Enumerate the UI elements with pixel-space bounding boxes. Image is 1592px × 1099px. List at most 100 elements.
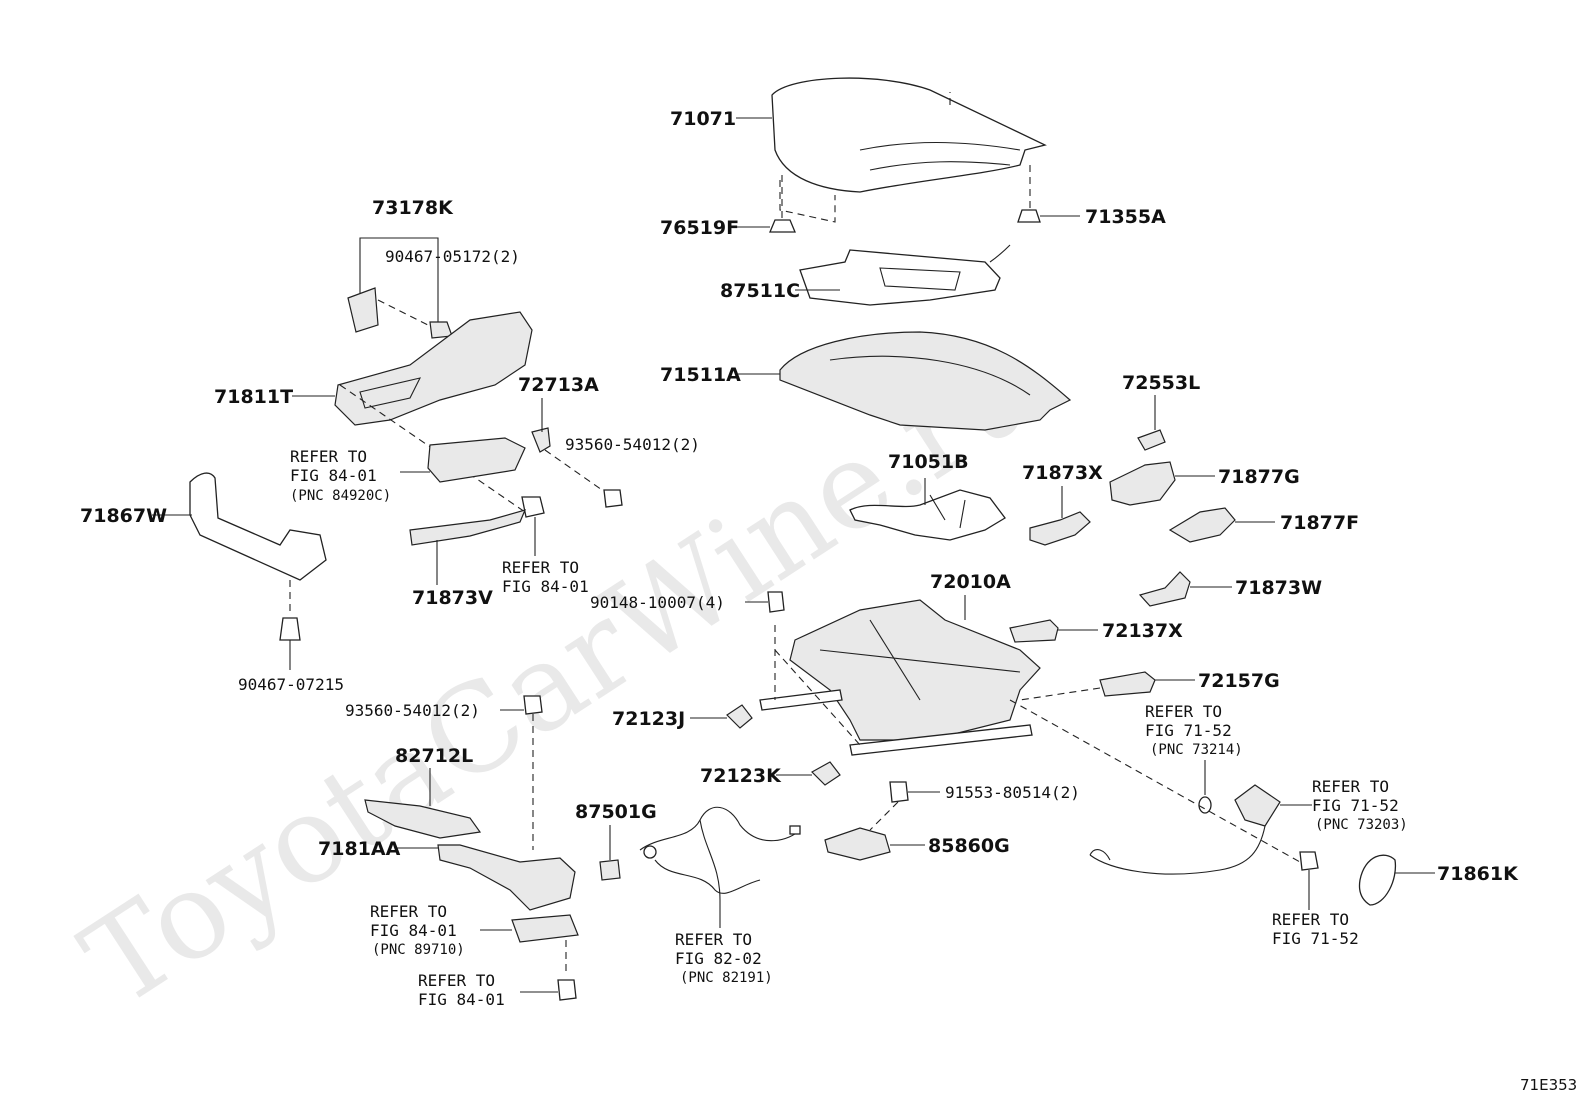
- part-label-72010A[interactable]: 72010A: [930, 571, 1011, 593]
- bracket-71873W[interactable]: [1138, 571, 1191, 607]
- refer-73214-line3: (PNC 73214): [1150, 742, 1243, 758]
- refer-73203-line2[interactable]: FIG 71-52: [1312, 796, 1399, 815]
- part-label-93560-top[interactable]: 93560-54012(2): [565, 435, 700, 454]
- control-module[interactable]: [511, 914, 579, 943]
- grommet-73214[interactable]: [1198, 796, 1212, 814]
- refer-82191-line1: REFER TO: [675, 930, 752, 949]
- refer-84-01-b-line2[interactable]: FIG 84-01: [418, 990, 505, 1009]
- side-shield-71811T[interactable]: [334, 311, 533, 426]
- cover-82712L[interactable]: [364, 799, 482, 839]
- bracket-72713A[interactable]: [531, 427, 551, 453]
- refer-89710-line3: (PNC 89710): [372, 942, 465, 958]
- refer-71-52-line1: REFER TO: [1272, 910, 1349, 929]
- part-label-72137X[interactable]: 72137X: [1102, 620, 1183, 642]
- dash-93560-top: [544, 449, 613, 498]
- part-label-90148[interactable]: 90148-10007(4): [590, 593, 725, 612]
- part-label-72123J[interactable]: 72123J: [612, 708, 685, 730]
- clip-71355A[interactable]: [1017, 209, 1041, 223]
- seat-belt-buckle-73203[interactable]: [1089, 784, 1281, 875]
- part-label-82712L[interactable]: 82712L: [395, 745, 473, 767]
- clip-72553L[interactable]: [1137, 429, 1166, 451]
- clip-90467-07215[interactable]: [279, 617, 301, 641]
- refer-84-01-b-line1: REFER TO: [418, 971, 495, 990]
- bracket-73178K: [359, 237, 439, 330]
- refer-84-01-a-line1: REFER TO: [502, 558, 579, 577]
- part-label-71873X[interactable]: 71873X: [1022, 462, 1103, 484]
- dash-adjuster-right: [1009, 699, 1301, 863]
- part-label-93560-bottom[interactable]: 93560-54012(2): [345, 701, 480, 720]
- refer-73203-line1: REFER TO: [1312, 777, 1389, 796]
- refer-82191-line3: (PNC 82191): [680, 970, 773, 986]
- bolt-90148[interactable]: [767, 591, 785, 613]
- side-trim-71867W[interactable]: [189, 472, 327, 581]
- nut-71-52[interactable]: [1299, 851, 1319, 871]
- cover-72157G[interactable]: [1099, 671, 1156, 697]
- dash-72157G: [1019, 687, 1101, 701]
- part-label-71873V[interactable]: 71873V: [412, 587, 493, 609]
- seat-heater-87511C[interactable]: [799, 244, 1011, 306]
- part-label-72123K[interactable]: 72123K: [700, 765, 782, 787]
- part-label-73178K[interactable]: 73178K: [372, 197, 454, 219]
- part-label-71877F[interactable]: 71877F: [1280, 512, 1359, 534]
- motor-85860G[interactable]: [824, 827, 891, 861]
- part-label-71051B[interactable]: 71051B: [888, 451, 969, 473]
- switch-block[interactable]: [427, 437, 526, 483]
- screw-refer-84-01[interactable]: [521, 496, 545, 518]
- bracket-71873V[interactable]: [409, 509, 527, 546]
- figure-code: 71E353: [1520, 1076, 1577, 1094]
- wire-harness-71051B[interactable]: [849, 489, 1006, 541]
- part-label-87511C[interactable]: 87511C: [720, 280, 800, 302]
- part-label-76519F[interactable]: 76519F: [660, 217, 739, 239]
- part-label-71511A[interactable]: 71511A: [660, 364, 741, 386]
- seat-frame-71511A[interactable]: [779, 331, 1072, 431]
- part-label-72157G[interactable]: 72157G: [1198, 670, 1280, 692]
- refer-89710-line1: REFER TO: [370, 902, 447, 921]
- refer-84920C-line3: (PNC 84920C): [290, 488, 391, 504]
- part-label-91553[interactable]: 91553-80514(2): [945, 783, 1080, 802]
- refer-73214-line2[interactable]: FIG 71-52: [1145, 721, 1232, 740]
- seat-cushion-pad-71071[interactable]: [771, 77, 1047, 223]
- cover-72137X[interactable]: [1009, 619, 1059, 643]
- refer-84-01-a-line2[interactable]: FIG 84-01: [502, 577, 589, 596]
- part-label-71811T[interactable]: 71811T: [214, 386, 293, 408]
- cover-71861K[interactable]: [1358, 854, 1397, 906]
- part-label-71355A[interactable]: 71355A: [1085, 206, 1166, 228]
- refer-84920C-line1: REFER TO: [290, 447, 367, 466]
- wire-harness-82191[interactable]: [639, 806, 801, 901]
- dash-adjuster-left: [774, 649, 861, 746]
- dash-91553: [869, 801, 899, 831]
- part-label-71877G[interactable]: 71877G: [1218, 466, 1300, 488]
- clip-76519F[interactable]: [769, 219, 796, 233]
- bolt-93560-bottom[interactable]: [523, 695, 543, 715]
- cover-71877G[interactable]: [1109, 461, 1176, 506]
- cover-72123K[interactable]: [811, 761, 841, 786]
- bolt-refer-84-01[interactable]: [557, 979, 577, 1001]
- part-label-87501G[interactable]: 87501G: [575, 801, 657, 823]
- part-label-71867W[interactable]: 71867W: [80, 505, 167, 527]
- cover-72123J[interactable]: [726, 704, 753, 729]
- part-label-90467-05172[interactable]: 90467-05172(2): [385, 247, 520, 266]
- connector-87501G[interactable]: [599, 859, 621, 881]
- cover-73178K[interactable]: [347, 287, 379, 333]
- refer-89710-line2[interactable]: FIG 84-01: [370, 921, 457, 940]
- part-label-72713A[interactable]: 72713A: [518, 374, 599, 396]
- seat-adjuster-72010A[interactable]: [759, 599, 1041, 756]
- refer-71-52-line2[interactable]: FIG 71-52: [1272, 929, 1359, 948]
- part-label-7181AA[interactable]: 7181AA: [318, 838, 401, 860]
- bracket-71873X[interactable]: [1029, 511, 1091, 546]
- part-label-71861K[interactable]: 71861K: [1437, 863, 1519, 885]
- refer-82191-line2[interactable]: FIG 82-02: [675, 949, 762, 968]
- refer-73203-line3: (PNC 73203): [1315, 817, 1408, 833]
- part-label-90467-07215[interactable]: 90467-07215: [238, 675, 344, 694]
- part-label-72553L[interactable]: 72553L: [1122, 372, 1200, 394]
- dash-73178K: [377, 299, 431, 327]
- shield-7181AA[interactable]: [437, 844, 576, 911]
- part-label-85860G[interactable]: 85860G: [928, 835, 1010, 857]
- refer-84920C-line2[interactable]: FIG 84-01: [290, 466, 377, 485]
- part-label-71071[interactable]: 71071: [670, 108, 736, 130]
- cover-71877F[interactable]: [1168, 507, 1236, 543]
- bolt-93560-top[interactable]: [603, 489, 623, 508]
- part-label-71873W[interactable]: 71873W: [1235, 577, 1322, 599]
- bolt-91553[interactable]: [889, 781, 909, 803]
